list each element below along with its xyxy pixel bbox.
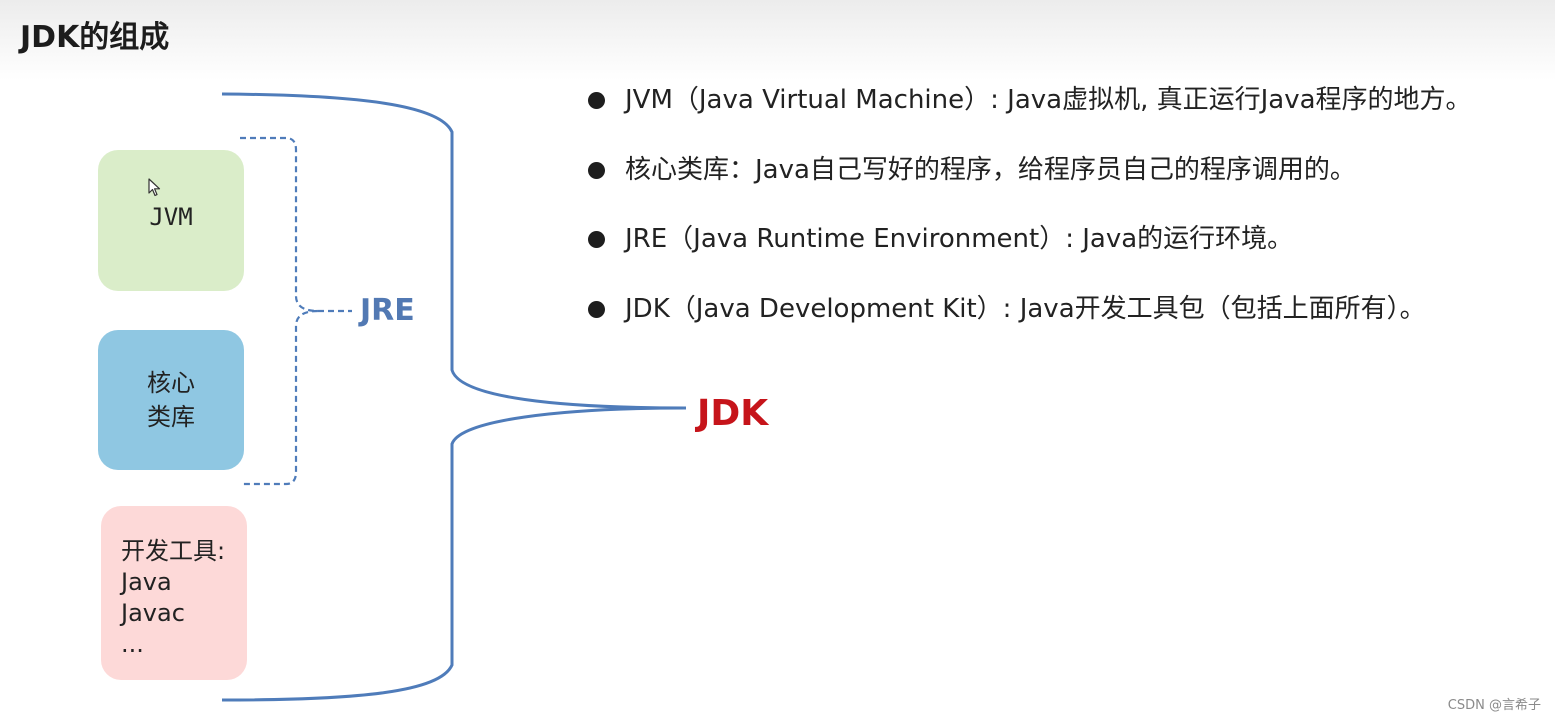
definition-core-library-text: 核心类库：Java自己写好的程序，给程序员自己的程序调用的。 bbox=[625, 154, 1356, 185]
core-library-box-label: 核心 类库 bbox=[147, 369, 195, 431]
dev-tools-box: 开发工具: Java Javac ... bbox=[101, 506, 247, 680]
jre-label: JRE bbox=[360, 293, 415, 328]
jvm-box-label: JVM bbox=[149, 203, 193, 231]
core-library-box: 核心 类库 bbox=[98, 330, 244, 470]
definition-jdk-text: JDK（Java Development Kit）: Java开发工具包（包括上… bbox=[625, 293, 1426, 324]
jdk-brace-bottom bbox=[221, 406, 687, 702]
header-band bbox=[0, 0, 1555, 80]
bullet-icon bbox=[588, 300, 605, 318]
mouse-pointer-icon bbox=[148, 178, 161, 197]
definition-jvm-text: JVM（Java Virtual Machine）: Java虚拟机, 真正运行… bbox=[625, 85, 1472, 115]
bullet-icon bbox=[588, 231, 605, 248]
jvm-box: JVM bbox=[98, 150, 244, 291]
jdk-label: JDK bbox=[697, 393, 769, 434]
bullet-icon bbox=[588, 92, 605, 109]
jdk-brace-top bbox=[221, 92, 687, 410]
page-title: JDK的组成 bbox=[20, 20, 170, 55]
definition-jre-text: JRE（Java Runtime Environment）: Java的运行环境… bbox=[625, 224, 1294, 254]
credit-watermark: CSDN @言希子 bbox=[1447, 698, 1541, 713]
jre-brace bbox=[240, 136, 319, 486]
bullet-icon bbox=[588, 161, 605, 179]
dev-tools-box-label: 开发工具: Java Javac ... bbox=[121, 537, 226, 658]
